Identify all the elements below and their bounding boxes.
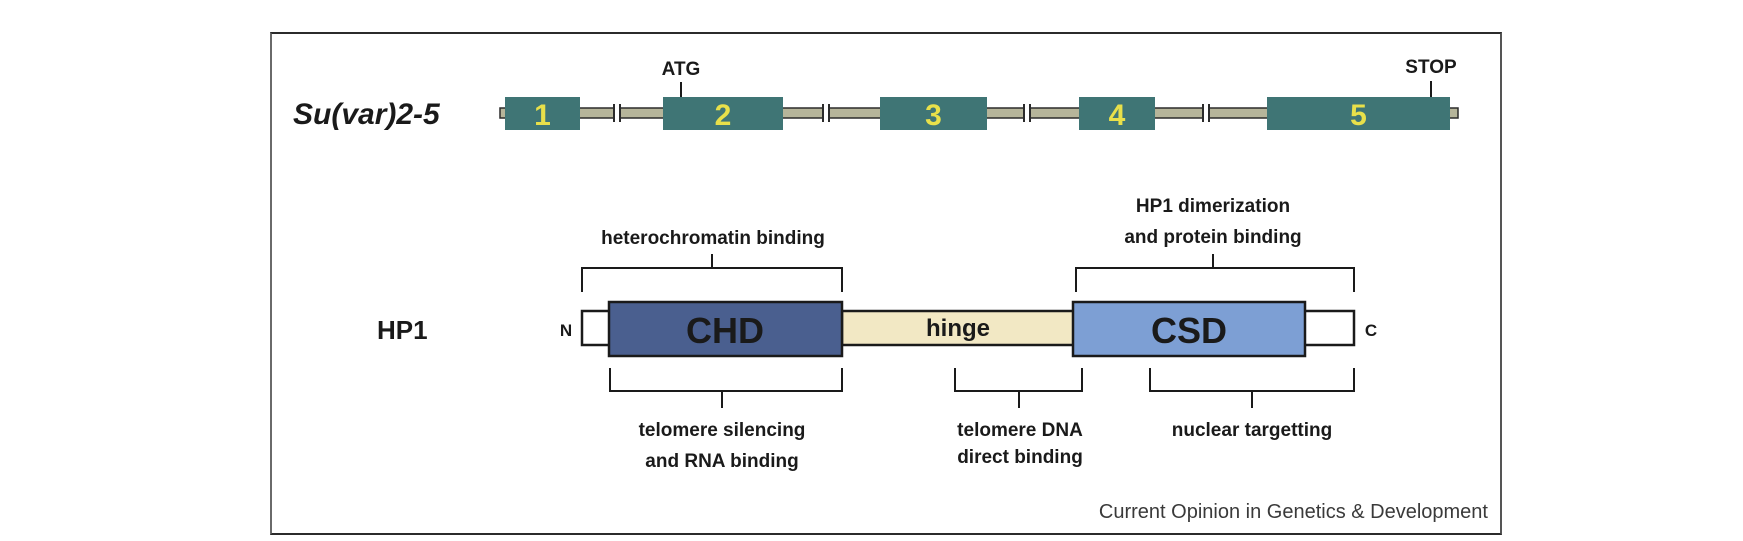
protein-structure: HP1 N C hinge CHD CSD (377, 300, 1377, 358)
exon-number: 2 (715, 99, 732, 132)
gene-structure: Su(var)2-5 1 2 3 4 5 ATG STOP (293, 57, 1459, 132)
hinge-label: hinge (926, 315, 990, 342)
stop-label: STOP (1405, 57, 1457, 78)
annotation-label: heterochromatin binding (601, 228, 825, 249)
annotation-label: telomere DNA (957, 420, 1083, 441)
annotation-nuclear-targetting: nuclear targetting (1149, 368, 1355, 441)
intron-break-gap (614, 104, 620, 122)
exon-2 (663, 97, 783, 130)
c-terminus-label: C (1365, 321, 1377, 340)
gene-name: Su(var)2-5 (293, 98, 441, 131)
exon-number: 4 (1109, 99, 1126, 132)
bracket (1075, 254, 1355, 292)
annotation-label: HP1 dimerization (1136, 196, 1290, 217)
chd-domain (607, 300, 844, 358)
exon-number: 3 (925, 99, 942, 132)
csd-label: CSD (1151, 310, 1227, 351)
atg-label: ATG (662, 59, 701, 80)
intron-break-gap (1203, 104, 1209, 122)
bracket (954, 368, 1083, 408)
annotation-telomere-dna: telomere DNA direct binding (954, 368, 1083, 468)
exon-number: 5 (1350, 99, 1367, 132)
atg-marker: ATG (662, 59, 701, 97)
bracket (609, 368, 843, 408)
n-terminus-label: N (560, 321, 572, 340)
exon-3 (880, 97, 987, 130)
journal-credit: Current Opinion in Genetics & Developmen… (1099, 501, 1489, 523)
annotation-label: and protein binding (1124, 227, 1301, 248)
exon-1 (505, 97, 580, 130)
annotation-telomere-silencing: telomere silencing and RNA binding (609, 368, 843, 472)
protein-name: HP1 (377, 315, 428, 345)
annotation-label: direct binding (957, 447, 1083, 468)
chd-label: CHD (686, 310, 764, 351)
annotation-label: telomere silencing (639, 420, 806, 441)
annotation-heterochromatin-binding: heterochromatin binding (581, 228, 843, 292)
annotation-label: and RNA binding (645, 451, 798, 472)
n-terminal-tail (580, 309, 614, 347)
annotation-dimerization: HP1 dimerization and protein binding (1075, 196, 1355, 292)
exon-group: 1 2 3 4 5 (505, 97, 1450, 132)
intron-break-gap (1024, 104, 1030, 122)
exon-4 (1079, 97, 1155, 130)
intron-break-gap (823, 104, 829, 122)
figure-frame (270, 32, 1502, 535)
exon-number: 1 (534, 99, 551, 132)
c-terminal-tail (1298, 309, 1356, 347)
csd-domain (1071, 300, 1307, 358)
exon-5 (1267, 97, 1450, 130)
bracket (581, 254, 843, 292)
annotation-label: nuclear targetting (1172, 420, 1332, 441)
stop-marker: STOP (1405, 57, 1457, 97)
bracket (1149, 368, 1355, 408)
